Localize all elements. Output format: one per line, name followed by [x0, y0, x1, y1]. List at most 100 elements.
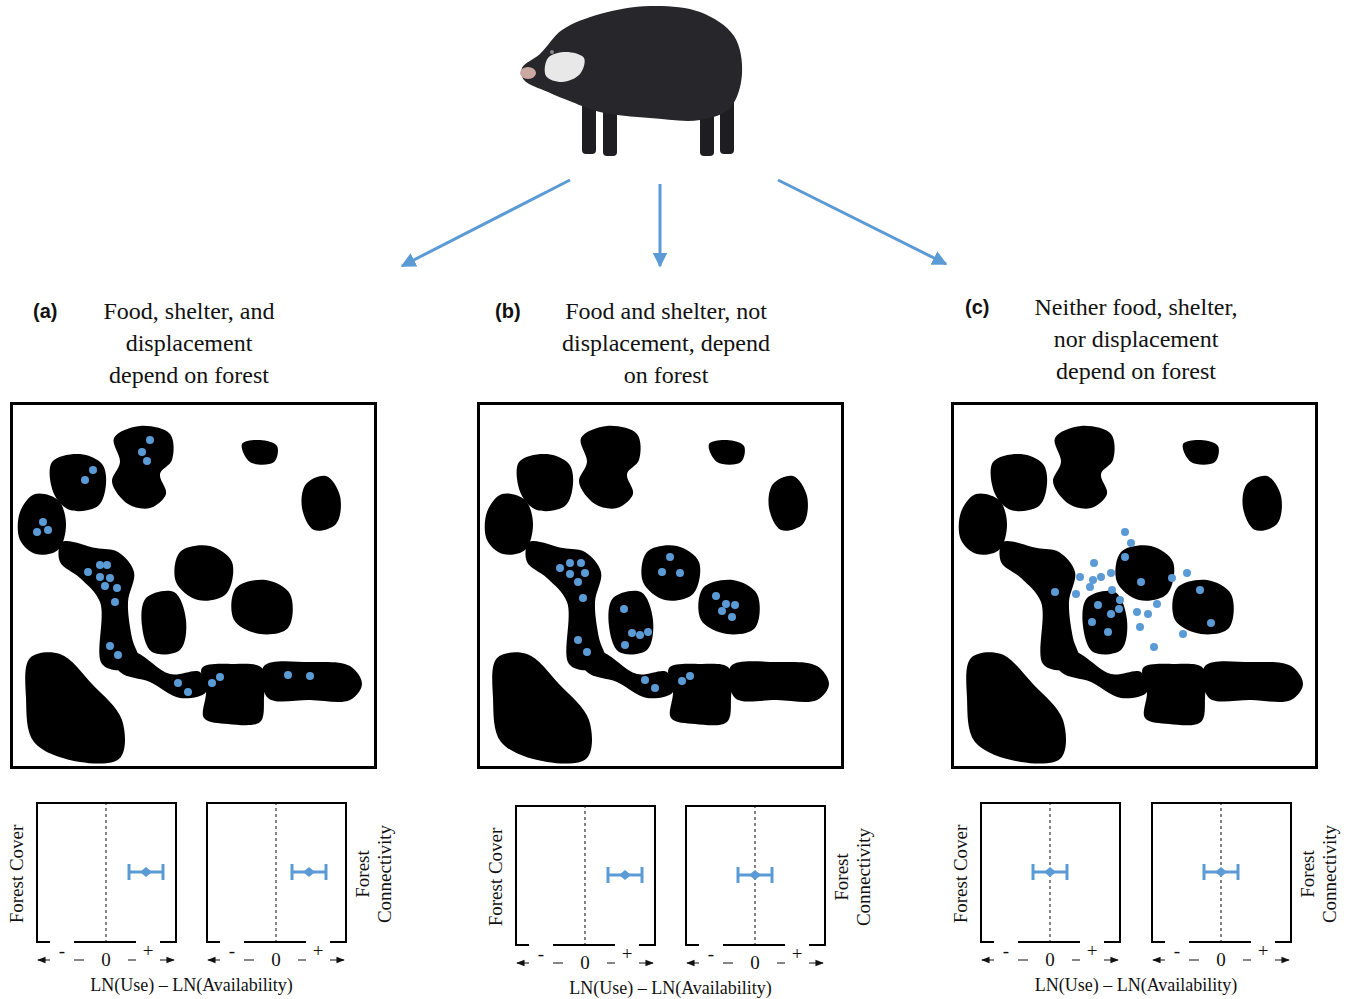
- forest-patch: [301, 476, 340, 531]
- peccary-eye: [550, 50, 554, 54]
- location-dot: [666, 553, 674, 561]
- location-dot: [143, 457, 151, 465]
- location-dot: [39, 518, 47, 526]
- selection-plot: [517, 805, 653, 963]
- location-dot: [620, 605, 628, 613]
- plot-frame: Forest Cover: [36, 802, 177, 943]
- tick-label: 0: [743, 952, 767, 974]
- location-dot: [636, 631, 644, 639]
- selection-plot: [687, 805, 823, 963]
- forest-patch: [1082, 591, 1127, 655]
- location-dot: [731, 601, 739, 609]
- location-dot: [583, 648, 591, 656]
- zero-line: [275, 802, 276, 942]
- location-dot: [686, 672, 694, 680]
- forest-patch: [112, 426, 174, 509]
- location-dot: [33, 528, 41, 536]
- forest-map: [18, 426, 362, 764]
- tick-label: 0: [264, 949, 288, 971]
- map-frame: (b)Food and shelter, not displacement, d…: [477, 402, 844, 769]
- peccary-body: [521, 6, 742, 121]
- peccary-illustration: [520, 6, 742, 156]
- forest-patch: [50, 454, 107, 511]
- location-dot: [84, 568, 92, 576]
- selection-plot: [208, 802, 344, 960]
- location-dot: [96, 561, 104, 569]
- location-dot: [556, 564, 564, 572]
- tick-label: +: [785, 943, 809, 965]
- estimate-marker: [140, 867, 152, 877]
- location-dot: [111, 598, 119, 606]
- forest-patch: [242, 440, 278, 465]
- tick-label: -: [699, 943, 723, 965]
- location-dot: [728, 613, 736, 621]
- location-dot: [1088, 618, 1096, 626]
- location-dot: [1097, 573, 1105, 581]
- panel-title: Food, shelter, and displacement depend o…: [94, 295, 284, 391]
- location-dot: [722, 600, 730, 608]
- location-dot: [106, 642, 114, 650]
- location-dot: [1104, 628, 1112, 636]
- panel-title: Neither food, shelter, nor displacement …: [1020, 291, 1252, 387]
- error-cap: [737, 867, 740, 883]
- location-dot: [96, 573, 104, 581]
- location-dot: [1183, 569, 1191, 577]
- location-dot: [208, 679, 216, 687]
- location-dot: [306, 672, 314, 680]
- tick-label: +: [1080, 940, 1104, 962]
- forest-patch: [966, 652, 1066, 763]
- location-dot: [644, 628, 652, 636]
- axis-title: Forest Connectivity: [352, 814, 396, 934]
- location-dot: [566, 559, 574, 567]
- forest-patch: [174, 545, 233, 600]
- forest-patch: [141, 591, 186, 655]
- forest-patch: [1172, 580, 1234, 635]
- location-dot: [1121, 553, 1129, 561]
- tick-label: -: [529, 943, 553, 965]
- axis-title: Forest Cover: [6, 794, 28, 954]
- location-dot: [581, 569, 589, 577]
- panel-title: Food and shelter, not displacement, depe…: [550, 295, 782, 391]
- axis-title: Forest Connectivity: [831, 817, 875, 937]
- location-dot: [712, 592, 720, 600]
- forest-patch: [1115, 545, 1174, 600]
- forest-patch: [201, 664, 265, 726]
- location-dot: [101, 582, 109, 590]
- location-dot: [1136, 623, 1144, 631]
- location-dot: [1107, 569, 1115, 577]
- location-dot: [106, 574, 114, 582]
- peccary-snout: [520, 67, 536, 79]
- axis-title: Forest Cover: [485, 797, 507, 957]
- location-dot: [1072, 590, 1080, 598]
- location-dot: [44, 526, 52, 534]
- location-dot: [103, 561, 111, 569]
- tick-label: -: [50, 940, 74, 962]
- location-dot: [1115, 605, 1123, 613]
- location-dot: [89, 466, 97, 474]
- forest-patch: [25, 652, 125, 763]
- location-dot: [651, 684, 659, 692]
- error-cap: [1032, 864, 1035, 880]
- tick-label: +: [306, 940, 330, 962]
- location-dot: [146, 436, 154, 444]
- forest-patch: [1183, 440, 1219, 465]
- forest-patch: [991, 454, 1048, 511]
- location-dot: [1107, 610, 1115, 618]
- error-cap: [607, 867, 610, 883]
- selection-plot: [982, 802, 1118, 960]
- tick-label: +: [615, 943, 639, 965]
- branch-arrow: [778, 180, 946, 264]
- forest-patch: [608, 591, 653, 655]
- plot-frame: Forest Connectivity: [206, 802, 347, 943]
- forest-patch: [728, 661, 829, 702]
- forest-patch: [1242, 476, 1281, 531]
- panel-letter: (c): [965, 296, 989, 319]
- forest-map: [959, 426, 1303, 764]
- plot-frame: Forest Cover: [515, 805, 656, 946]
- forest-patch: [261, 661, 362, 702]
- tick-label: -: [994, 940, 1018, 962]
- tick-label: 0: [573, 952, 597, 974]
- forest-patch: [1142, 664, 1206, 726]
- location-dot: [574, 636, 582, 644]
